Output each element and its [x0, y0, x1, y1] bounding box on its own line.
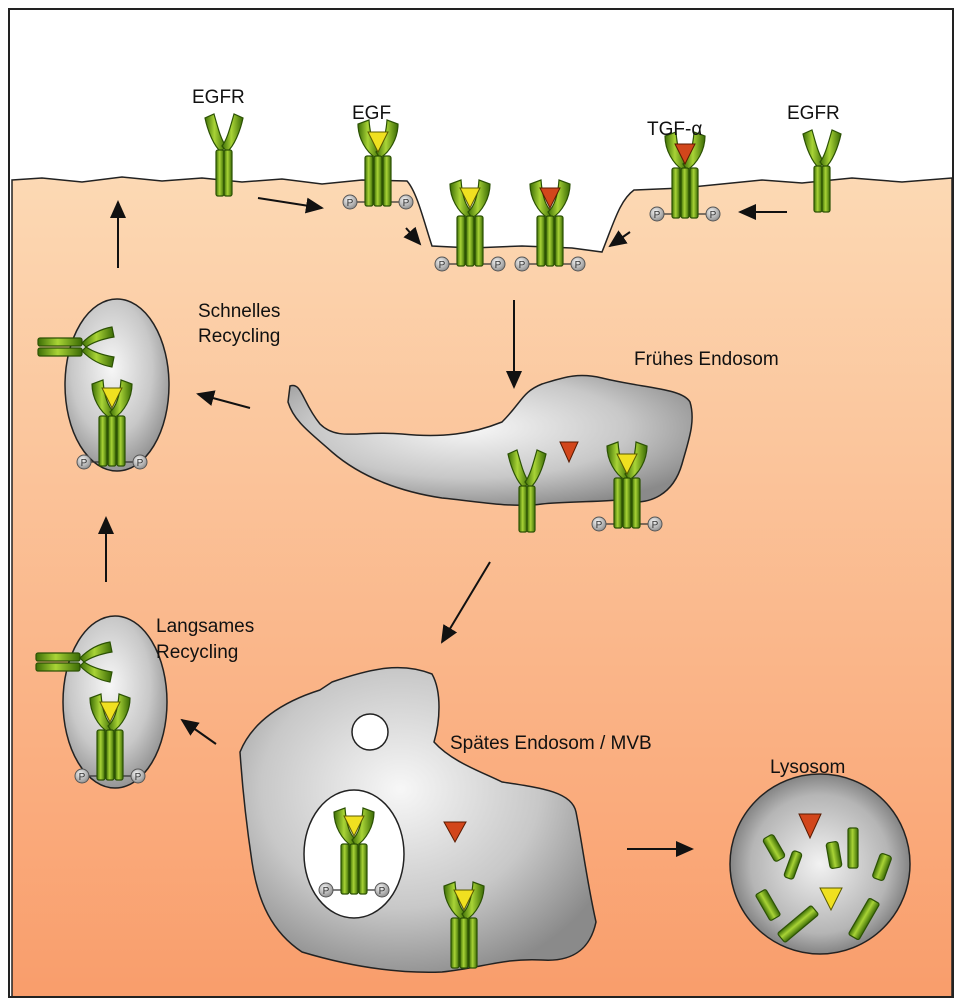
- phospho-label: P: [137, 458, 144, 469]
- label-spaetes-endosom: Spätes Endosom / MVB: [450, 733, 652, 754]
- label-recycling-slow: Recycling: [156, 642, 238, 663]
- phospho-label: P: [323, 886, 330, 897]
- phospho-label: P: [347, 198, 354, 209]
- phospho-label: P: [135, 772, 142, 783]
- phospho-label: P: [654, 210, 661, 221]
- phospho-label: P: [710, 210, 717, 221]
- phospho-label: P: [596, 520, 603, 531]
- label-tgf-alpha: TGF-α: [647, 119, 702, 140]
- phospho-label: P: [519, 260, 526, 271]
- egfr-trafficking-diagram: EGFR EGF TGF-α EGFR Schnelles Recycling …: [8, 8, 954, 998]
- phospho-label: P: [403, 198, 410, 209]
- label-schnelles: Schnelles: [198, 301, 280, 322]
- label-recycling-fast: Recycling: [198, 326, 280, 347]
- phospho-label: P: [79, 772, 86, 783]
- label-egfr-left: EGFR: [192, 87, 245, 108]
- label-egf: EGF: [352, 103, 391, 124]
- phospho-label: P: [495, 260, 502, 271]
- phospho-label: P: [81, 458, 88, 469]
- egf-bound-dimer-surface: [343, 120, 413, 209]
- phospho-label: P: [379, 886, 386, 897]
- diagram-frame: EGFR EGF TGF-α EGFR Schnelles Recycling …: [8, 8, 954, 998]
- label-egfr-right: EGFR: [787, 103, 840, 124]
- label-fruehes-endosom: Frühes Endosom: [634, 349, 779, 370]
- label-lysosom: Lysosom: [770, 757, 845, 778]
- tgf-bound-dimer-surface: [650, 132, 720, 221]
- label-langsames: Langsames: [156, 616, 254, 637]
- phospho-label: P: [575, 260, 582, 271]
- phospho-label: P: [652, 520, 659, 531]
- phospho-label: P: [439, 260, 446, 271]
- lysosome: [730, 774, 910, 954]
